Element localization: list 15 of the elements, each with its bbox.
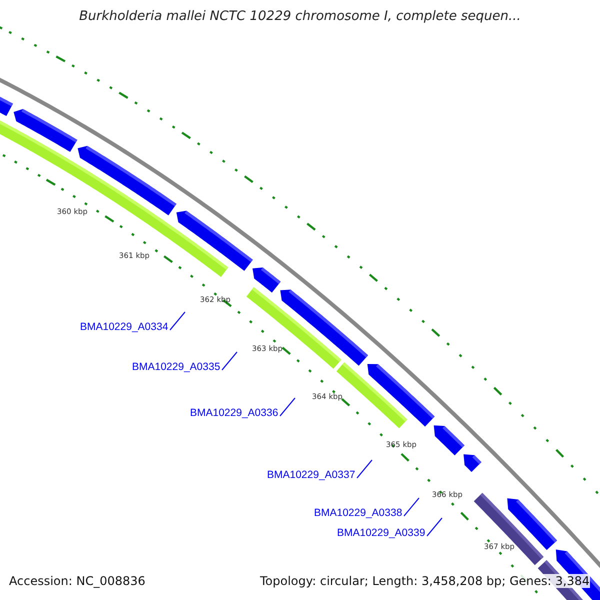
gene-label: BMA10229_A0334 [80, 321, 168, 333]
leader-line [404, 498, 420, 516]
leader-line [426, 518, 442, 536]
footer-text: Topology: circular; Length: 3,458,208 bp; Genes: 3,384 [260, 574, 590, 588]
gene-label: BMA10229_A0335 [132, 361, 220, 373]
footer-text: Accession: NC_008836 [9, 574, 146, 588]
leader-line [222, 352, 238, 370]
gene-label: BMA10229_A0336 [190, 407, 278, 419]
gene-label: BMA10229_A0337 [267, 469, 356, 481]
gene-label: BMA10229_A0339 [337, 527, 426, 539]
leader-line [356, 460, 372, 478]
leader-line [170, 312, 186, 330]
leader-line [280, 398, 296, 416]
gene-label: BMA10229_A0338 [314, 507, 402, 519]
chart-title: Burkholderia mallei NCTC 10229 chromosome I, complete sequen... [78, 9, 522, 24]
